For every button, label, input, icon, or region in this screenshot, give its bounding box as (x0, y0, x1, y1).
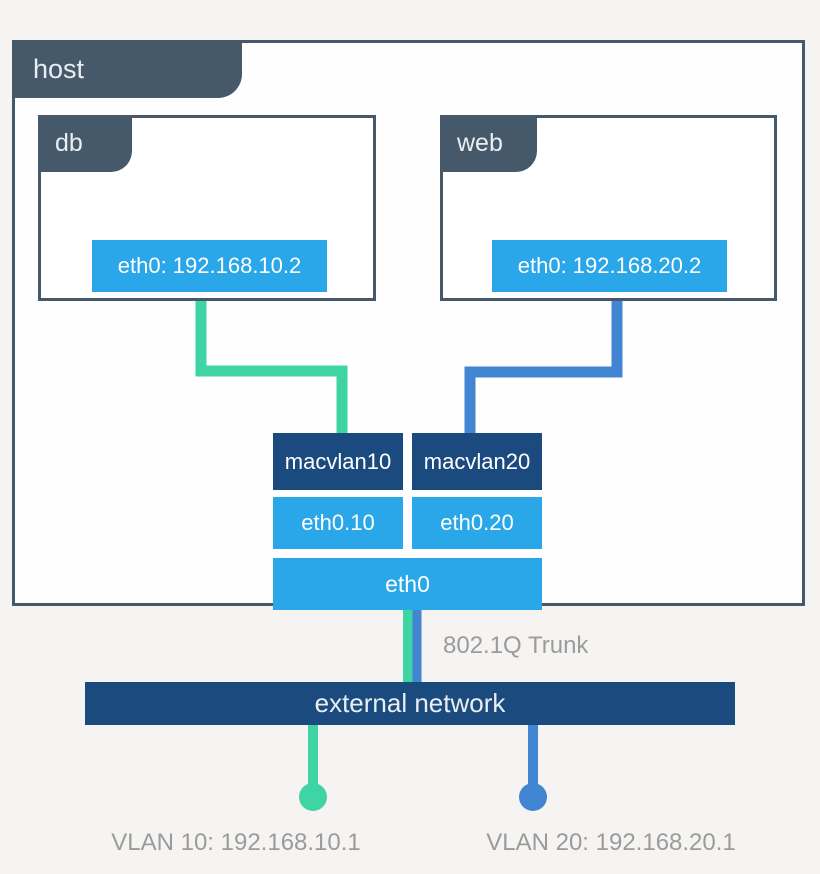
eth0-parent-box: eth0 (273, 558, 542, 610)
eth0-10-box: eth0.10 (273, 497, 403, 549)
trunk-annotation: 802.1Q Trunk (443, 632, 589, 659)
vlan20-gateway-dot (519, 783, 547, 811)
external-network-bar: external network (85, 682, 735, 725)
eth0-20-label: eth0.20 (440, 510, 514, 535)
web-label: web (457, 129, 503, 157)
vlan20-gateway-label: VLAN 20: 192.168.20.1 (486, 829, 736, 856)
db-eth0-chip: eth0: 192.168.10.2 (92, 240, 327, 292)
macvlan20-label: macvlan20 (423, 448, 531, 474)
web-tab: web (440, 115, 537, 172)
db-tab: db (38, 115, 132, 172)
db-label: db (55, 129, 83, 157)
host-label: host (33, 53, 85, 84)
eth0-10-label: eth0.10 (301, 510, 375, 535)
macvlan10-box: macvlan10 (273, 433, 403, 490)
macvlan10-label: macvlan10 (284, 448, 392, 474)
eth0-20-box: eth0.20 (412, 497, 542, 549)
macvlan20-box: macvlan20 (412, 433, 542, 490)
db-eth0-label: eth0: 192.168.10.2 (117, 253, 302, 278)
vlan10-gateway-label: VLAN 10: 192.168.10.1 (111, 829, 361, 856)
db-to-macvlan10-wire (195, 298, 348, 438)
external-network-label: external network (314, 688, 506, 718)
web-to-macvlan20-wire (464, 298, 623, 438)
host-tab: host (12, 40, 242, 98)
eth0-parent-label: eth0 (385, 570, 430, 597)
web-eth0-chip: eth0: 192.168.20.2 (492, 240, 727, 292)
vlan10-gateway-dot (299, 783, 327, 811)
web-eth0-label: eth0: 192.168.20.2 (517, 253, 702, 278)
